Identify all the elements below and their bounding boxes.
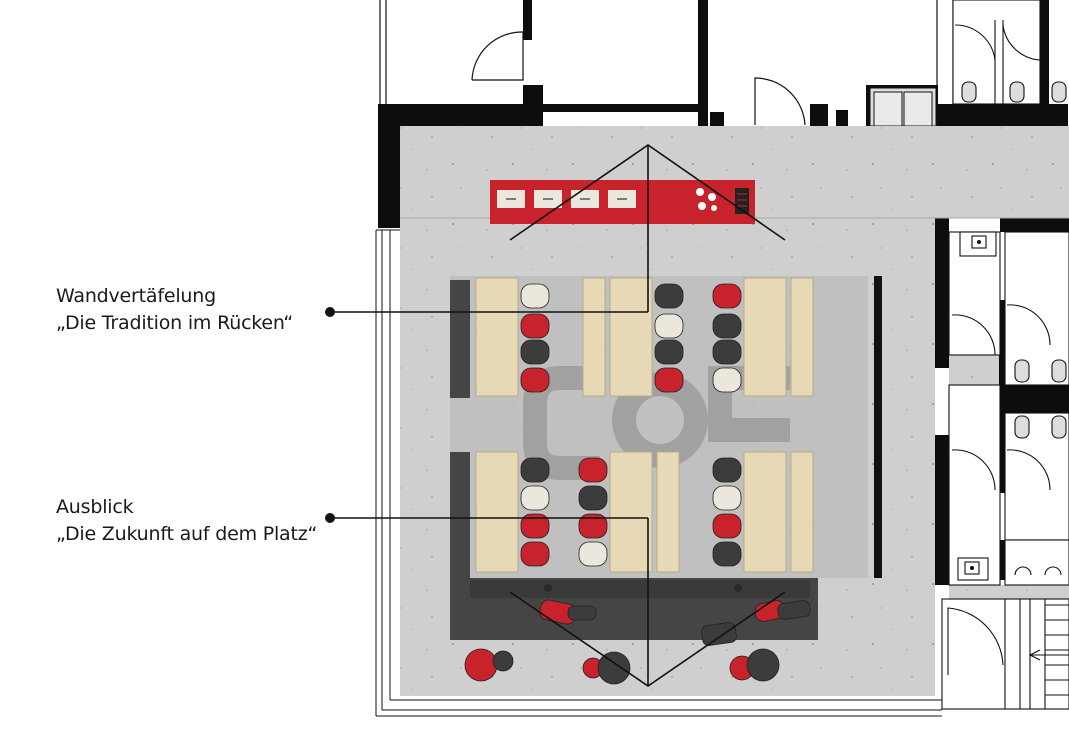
annotation-wall-paneling: Wandvertäfelung „Die Tradition im Rücken…	[56, 283, 293, 337]
annotation-dot	[325, 513, 335, 523]
facade	[375, 229, 942, 717]
annotation-dot	[325, 307, 335, 317]
annotation-leaders	[330, 311, 648, 519]
stools	[464, 648, 780, 685]
sink-icon	[970, 240, 981, 570]
annotation-title: Ausblick	[56, 496, 134, 518]
toilet-block-top	[952, 0, 1067, 105]
chairs	[520, 283, 742, 567]
annotation-title: Wandvertäfelung	[56, 285, 216, 307]
annotation-view: Ausblick „Die Zukunft auf dem Platz“	[56, 494, 317, 548]
annotation-subtitle: „Die Zukunft auf dem Platz“	[56, 523, 318, 545]
tables	[475, 277, 814, 573]
wall-paneling	[490, 180, 755, 224]
annotation-subtitle: „Die Tradition im Rücken“	[56, 312, 294, 334]
toilet-block-right	[948, 231, 1069, 586]
doors-top	[471, 31, 937, 127]
stairwell	[941, 598, 1069, 710]
view-lines	[509, 144, 786, 687]
